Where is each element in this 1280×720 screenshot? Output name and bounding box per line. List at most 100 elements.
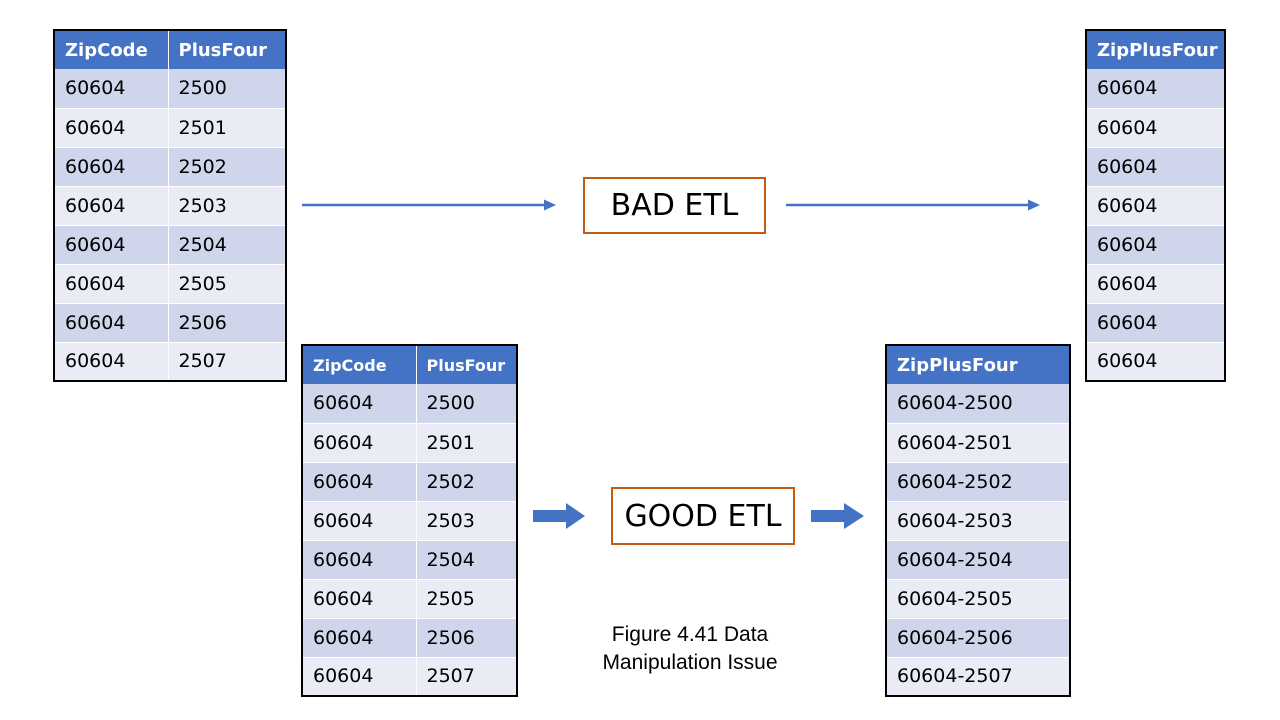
table-row: 60604-2500 (886, 384, 1070, 423)
table-cell: 60604 (302, 539, 416, 579)
bad-input-arrow-icon (302, 199, 556, 211)
table-cell: 60604 (1086, 185, 1225, 225)
table-cell: 60604 (302, 578, 416, 618)
table-cell: 60604-2504 (886, 539, 1070, 579)
table-cell: 2505 (415, 578, 517, 618)
bad-output-arrow-icon (786, 199, 1040, 211)
table-cell: 60604 (302, 422, 416, 462)
table-cell: 2507 (167, 341, 286, 381)
table-cell: 60604 (302, 384, 416, 423)
table-cell: 60604 (54, 107, 168, 147)
table-row: 60604-2502 (886, 461, 1070, 501)
table-cell: 60604 (1086, 302, 1225, 342)
table-row: 60604-2504 (886, 539, 1070, 579)
table-cell: 2500 (167, 69, 286, 108)
table-cell: 60604 (1086, 263, 1225, 303)
bad-etl-box: BAD ETL (583, 177, 766, 234)
table-row: 60604 (1086, 302, 1225, 342)
good-etl-box: GOOD ETL (611, 487, 795, 545)
table-cell: 60604-2507 (886, 656, 1070, 696)
table-cell: 60604 (54, 341, 168, 381)
table-row: 60604-2505 (886, 578, 1070, 618)
column-header: ZipCode (302, 345, 416, 384)
table-cell: 60604-2503 (886, 500, 1070, 540)
bad-output-table: ZipPlusFour 60604 60604 60604 60604 6060… (1085, 29, 1226, 382)
table-header-row: ZipCode PlusFour (302, 345, 517, 384)
table-cell: 2505 (167, 263, 286, 303)
table-cell: 60604 (302, 500, 416, 540)
caption-line: Figure 4.41 Data (611, 623, 769, 646)
table-row: 60604-2501 (886, 422, 1070, 462)
table-cell: 60604 (54, 69, 168, 108)
table-cell: 60604 (1086, 146, 1225, 186)
table-header-row: ZipPlusFour (886, 345, 1070, 384)
table-cell: 2504 (415, 539, 517, 579)
good-output-table: ZipPlusFour 60604-2500 60604-2501 60604-… (885, 344, 1071, 697)
good-input-arrow-icon (533, 503, 585, 529)
bad-etl-label: BAD ETL (610, 188, 739, 223)
table-cell: 2507 (415, 656, 517, 696)
table-cell: 60604-2505 (886, 578, 1070, 618)
column-header: ZipPlusFour (1086, 30, 1225, 69)
table-cell: 2500 (415, 384, 517, 423)
table-cell: 60604-2500 (886, 384, 1070, 423)
good-output-arrow-icon (811, 503, 864, 529)
table-cell: 2504 (167, 224, 286, 264)
table-cell: 60604 (302, 656, 416, 696)
table-header-row: ZipPlusFour (1086, 30, 1225, 69)
table-cell: 60604 (1086, 341, 1225, 381)
table-cell: 60604 (54, 146, 168, 186)
table-cell: 60604 (1086, 224, 1225, 264)
column-header: PlusFour (167, 30, 286, 69)
table-row: 60604 (1086, 341, 1225, 381)
table-header-row: ZipCode PlusFour (54, 30, 286, 69)
table-cell: 2502 (167, 146, 286, 186)
table-row: 60604-2506 (886, 617, 1070, 657)
table-row: 60604-2507 (886, 656, 1070, 696)
table-cell: 60604 (54, 185, 168, 225)
table-cell: 60604 (54, 263, 168, 303)
table-cell: 60604 (54, 224, 168, 264)
table-cell: 2506 (167, 302, 286, 342)
table-row: 60604 (1086, 224, 1225, 264)
table-cell: 60604-2502 (886, 461, 1070, 501)
table-cell: 2503 (415, 500, 517, 540)
column-header: ZipPlusFour (886, 345, 1070, 384)
table-cell: 2501 (167, 107, 286, 147)
table-cell: 60604 (54, 302, 168, 342)
table-row: 60604 (1086, 263, 1225, 303)
table-cell: 60604 (302, 617, 416, 657)
good-etl-label: GOOD ETL (624, 498, 782, 534)
table-cell: 60604 (302, 461, 416, 501)
figure-caption: Figure 4.41 Data Manipulation Issue (560, 621, 820, 677)
table-cell: 60604-2506 (886, 617, 1070, 657)
table-cell: 60604-2501 (886, 422, 1070, 462)
caption-line: Manipulation Issue (602, 651, 778, 674)
table-cell: 60604 (1086, 107, 1225, 147)
column-header: ZipCode (54, 30, 168, 69)
table-cell: 2503 (167, 185, 286, 225)
table-cell: 2502 (415, 461, 517, 501)
table-row: 60604 (1086, 146, 1225, 186)
table-row: 60604 (1086, 107, 1225, 147)
table-cell: 2501 (415, 422, 517, 462)
